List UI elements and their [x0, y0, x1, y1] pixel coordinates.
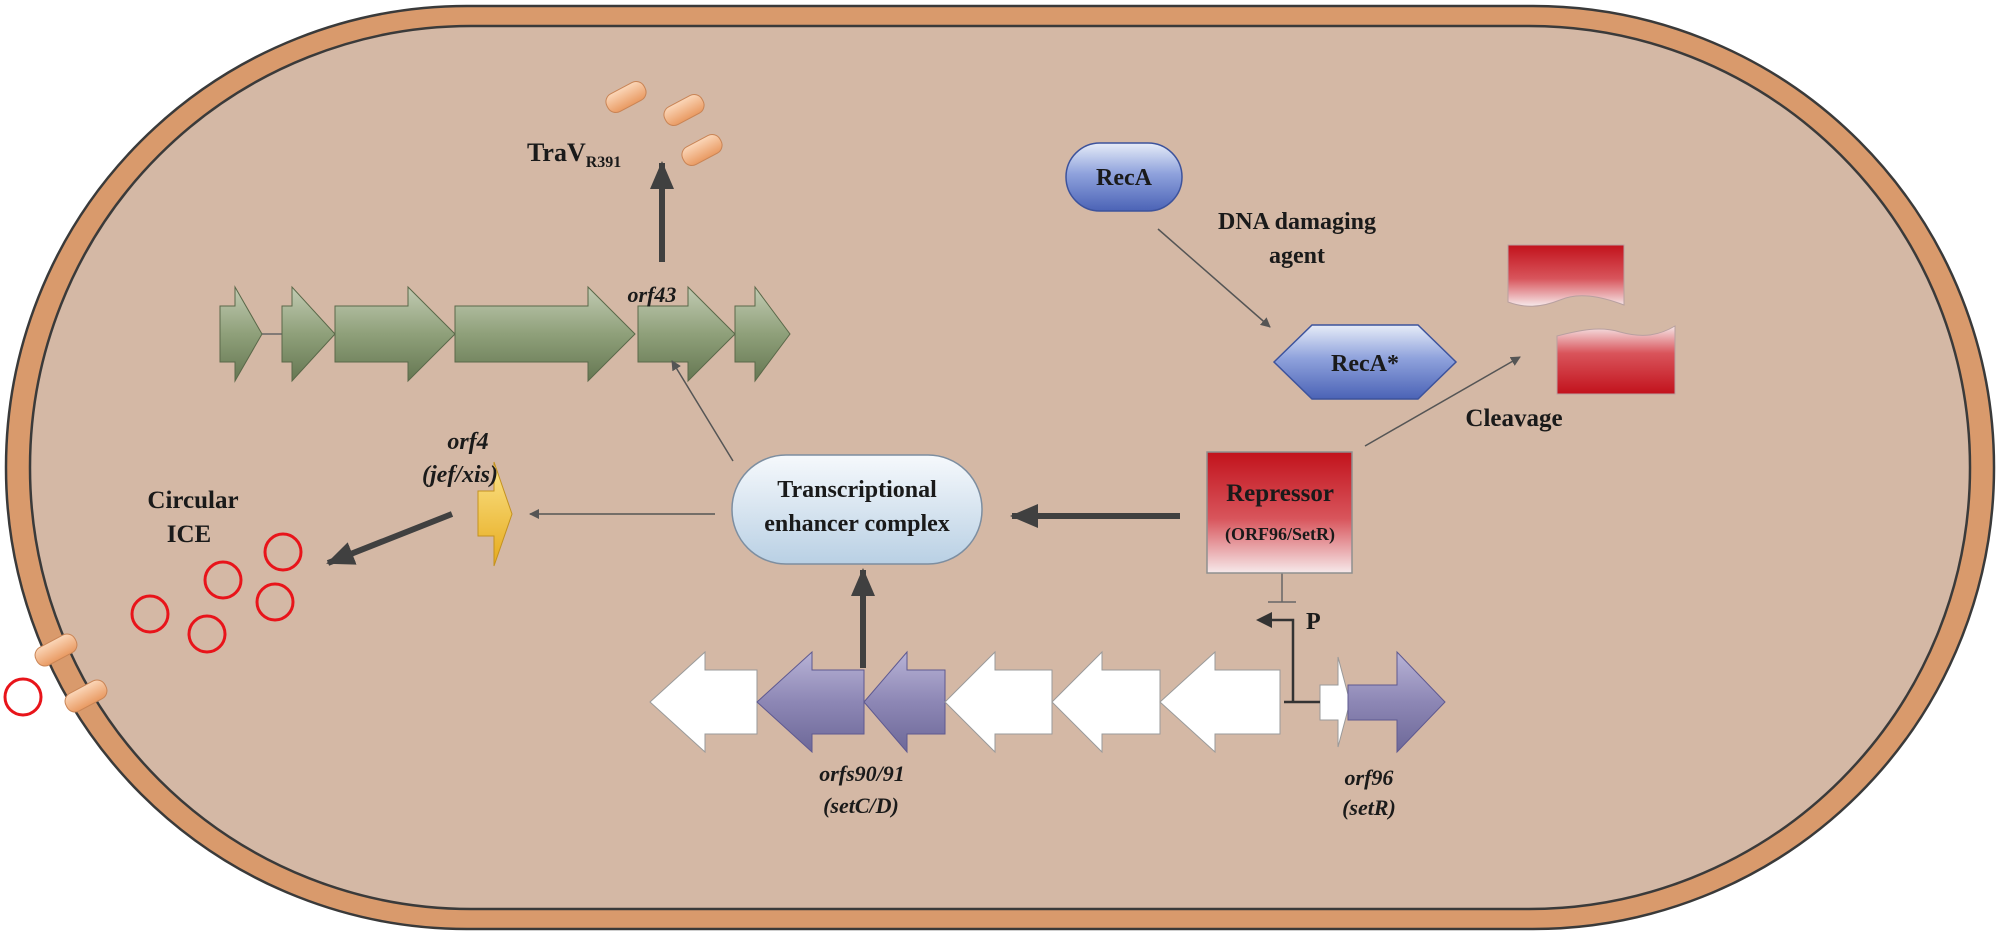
reca-box — [1065, 142, 1183, 212]
orf96-label: orf96 — [1345, 765, 1394, 790]
promoter-label: P — [1306, 609, 1321, 635]
bottom-gene-cluster — [649, 612, 1446, 754]
orf4-gene — [477, 461, 513, 567]
reca-star-label: RecA* — [1331, 351, 1399, 377]
tec-to-orf43-arrow — [671, 360, 734, 462]
circular-ice-ring — [255, 582, 295, 622]
green-gene-4 — [454, 285, 636, 383]
circular-ice-ring — [203, 560, 243, 600]
green-gene-3 — [334, 285, 456, 383]
membrane-pore-pegs — [34, 633, 108, 713]
cleavage-label: Cleavage — [1465, 405, 1562, 432]
circular-ice-label-line2: ICE — [167, 521, 211, 548]
circular-ice-ring — [187, 614, 227, 654]
trav-main: TraV — [527, 138, 586, 167]
green-gene-cluster — [219, 285, 791, 383]
dna-damaging-agent-line1: DNA damaging — [1218, 209, 1376, 235]
green-gene-6 — [734, 285, 791, 383]
dna-damaging-agent-line2: agent — [1269, 243, 1325, 269]
reca-activation-arrow — [1157, 228, 1271, 328]
orf43-label: orf43 — [628, 282, 677, 307]
orf96-gene — [1347, 650, 1446, 754]
repressor-label: Repressor — [1226, 480, 1334, 507]
white-gene-4 — [1159, 650, 1281, 754]
circular-ice-ring — [263, 532, 303, 572]
green-gene-1 — [219, 285, 263, 383]
white-gene-5 — [1319, 656, 1351, 748]
orf4-sublabel: (jef/xis) — [422, 462, 498, 488]
circular-ice-ring — [130, 594, 170, 634]
circular-ice-molecules — [3, 532, 303, 717]
trav-protein-icons — [605, 80, 723, 167]
cell-inner-membrane — [28, 24, 1972, 911]
tec-label-line1: Transcriptional — [777, 477, 937, 503]
transcriptional-enhancer-complex — [731, 454, 983, 565]
green-gene-2 — [281, 285, 336, 383]
orfs9091-sublabel: (setC/D) — [823, 793, 899, 818]
cleaved-repressor-fragment-1 — [1507, 244, 1625, 307]
exported-ice-ring — [3, 677, 43, 717]
tec-label-line2: enhancer complex — [764, 511, 950, 537]
repressor-sublabel: (ORF96/SetR) — [1225, 524, 1335, 545]
cleaved-repressor-fragment-2 — [1556, 325, 1676, 395]
orf4-label: orf4 — [447, 429, 488, 455]
repressor-box — [1206, 451, 1353, 574]
reca-star-hexagon — [1272, 324, 1458, 400]
circular-ice-label-line1: Circular — [147, 487, 238, 514]
orf43-gene — [637, 285, 736, 383]
trav-subscript: R391 — [586, 154, 622, 171]
trav-label: TraVR391 — [527, 138, 621, 171]
orf96-sublabel: (setR) — [1342, 795, 1396, 820]
reca-label: RecA — [1096, 165, 1153, 191]
cleavage-arrow — [1364, 356, 1521, 447]
orfs9091-label: orfs90/91 — [819, 761, 905, 786]
promoter-symbol — [1262, 618, 1295, 702]
orf4-to-circular-arrow — [326, 511, 454, 566]
